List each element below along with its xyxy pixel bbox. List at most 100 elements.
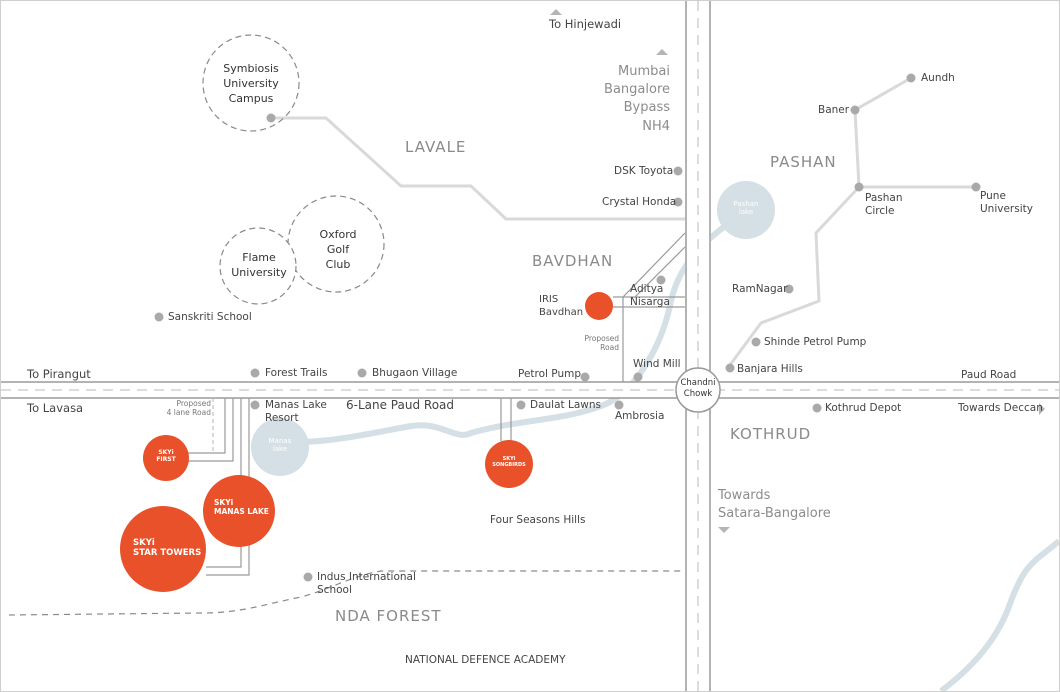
first-line1: SKYi — [158, 449, 174, 456]
flame-line2: University — [231, 265, 287, 279]
label-nh4: Mumbai Bangalore Bypass NH4 — [597, 63, 670, 136]
dot-daulat — [516, 400, 526, 410]
label-ramnagar: RamNagar — [732, 283, 788, 295]
pashan-lake-line1: Pashan — [733, 200, 759, 208]
label-pune-univ: Pune University — [980, 190, 1033, 216]
star-line2: STAR TOWERS — [133, 547, 202, 558]
arrow-down-satara — [718, 527, 730, 533]
project-star-towers-circle — [120, 506, 206, 592]
nda-boundary — [8, 570, 685, 616]
chandni-line2: Chowk — [683, 389, 713, 400]
manas-lake-line1: Manas — [268, 437, 292, 445]
label-crystal-honda: Crystal Honda — [602, 196, 677, 208]
label-four-seasons: Four Seasons Hills — [490, 514, 586, 526]
label-petrol-pump: Petrol Pump — [518, 368, 581, 380]
label-kothrud-depot: Kothrud Depot — [825, 402, 902, 414]
songbirds-line1: SKYi — [502, 456, 516, 462]
region-lavale: LAVALE — [405, 138, 467, 156]
symbiosis-circle — [202, 34, 300, 132]
bavdhan-link — [613, 232, 686, 382]
aditya-line2: Nisarga — [630, 296, 670, 309]
dot-honda — [673, 197, 683, 207]
label-indus: Indus International School — [317, 571, 416, 597]
label-flame: Flame University — [223, 251, 295, 281]
dot-aditya — [656, 275, 666, 285]
project-manas-lake-label: SKYi MANAS LAKE — [214, 498, 269, 516]
label-to-lavasa: To Lavasa — [27, 401, 84, 415]
label-forest-trails: Forest Trails — [265, 367, 328, 379]
label-to-pirangut: To Pirangut — [27, 367, 91, 381]
label-proposed-4lane: Proposed 4 lane Road — [161, 399, 211, 417]
songbirds-line2: SONGBIRDS — [492, 461, 526, 468]
dot-indus — [303, 572, 313, 582]
dot-petrol — [580, 372, 590, 382]
dot-bhugaon — [357, 368, 367, 378]
dot-pune-univ — [971, 182, 981, 192]
oxford-line2: Golf — [326, 242, 350, 256]
flame-circle — [219, 227, 297, 305]
manas-lake-line2: lake — [272, 445, 288, 454]
pune-univ-line2: University — [980, 203, 1033, 216]
symbiosis-line1: Symbiosis — [223, 62, 279, 75]
label-proposed-road: Proposed Road — [571, 334, 619, 352]
project-manas-lake-circle — [203, 475, 275, 547]
manas-proj-line1: SKYi — [214, 498, 234, 507]
road-symbiosis — [271, 116, 685, 221]
label-aditya-nisarga: Aditya Nisarga — [630, 283, 670, 309]
manas-lake — [251, 418, 309, 476]
proposed-4lane-line2: 4 lane Road — [166, 407, 211, 417]
label-shinde: Shinde Petrol Pump — [764, 336, 867, 348]
region-pashan: PASHAN — [770, 153, 837, 171]
region-bavdhan: BAVDHAN — [532, 252, 614, 270]
road-pashan-kothrud — [725, 76, 976, 370]
project-star-towers-label: SKYi STAR TOWERS — [133, 538, 202, 559]
label-paud-road: Paud Road — [961, 369, 1017, 381]
pashan-lake — [717, 181, 775, 239]
river-east — [939, 538, 1059, 691]
iris-line1: IRIS — [539, 294, 559, 305]
dot-manas-resort — [250, 400, 260, 410]
symbiosis-line2: University — [223, 76, 279, 90]
oxford-line3: Club — [325, 257, 351, 271]
manas-proj-line2: MANAS LAKE — [214, 506, 269, 516]
label-dsk-toyota: DSK Toyota — [614, 165, 674, 177]
label-towards-deccan: Towards Deccan — [958, 402, 1043, 414]
star-line1: SKYi — [133, 538, 155, 548]
label-chandni-chowk: Chandni Chowk — [676, 378, 720, 400]
label-wind-mill: Wind Mill — [633, 358, 681, 370]
dot-windmill — [633, 372, 643, 382]
proposed-4lane-line1: Proposed — [176, 399, 211, 408]
region-kothrud: KOTHRUD — [730, 425, 812, 443]
dot-symbiosis — [266, 113, 276, 123]
label-banjara: Banjara Hills — [737, 363, 803, 375]
label-ambrosia: Ambrosia — [615, 410, 665, 422]
pashan-circle-line1: Pashan — [865, 192, 903, 204]
dot-pashan-circle — [854, 182, 864, 192]
arrow-up-hinjewadi — [550, 9, 562, 15]
label-manas-resort: Manas Lake Resort — [265, 399, 327, 425]
label-to-hinjewadi: To Hinjewadi — [549, 17, 622, 31]
label-towards-satara: Towards Satara-Bangalore — [718, 487, 831, 523]
label-oxford: Oxford Golf Club — [308, 228, 368, 273]
nh4-line4: NH4 — [642, 118, 670, 134]
chandni-line1: Chandni — [680, 378, 716, 388]
dot-shinde — [751, 337, 761, 347]
label-manas-lake: Manas lake — [260, 437, 300, 454]
label-sanskriti: Sanskriti School — [168, 311, 252, 323]
nh4-line3: Bypass — [623, 100, 670, 116]
project-songbirds-circle — [485, 440, 533, 488]
nh4-line1: Mumbai — [618, 64, 670, 79]
label-bhugaon: Bhugaon Village — [372, 367, 458, 379]
label-pashan-lake: Pashan lake — [726, 200, 766, 217]
pune-univ-line1: Pune — [980, 190, 1006, 202]
nh4-line2: Bangalore — [604, 82, 670, 98]
chandni-chowk — [675, 367, 721, 413]
project-iris-marker — [585, 292, 613, 320]
dot-banjara — [725, 363, 735, 373]
indus-line1: Indus International — [317, 571, 416, 583]
indus-line2: School — [317, 584, 352, 597]
dot-ramnagar — [784, 284, 794, 294]
towards-line2: Satara-Bangalore — [718, 506, 831, 522]
